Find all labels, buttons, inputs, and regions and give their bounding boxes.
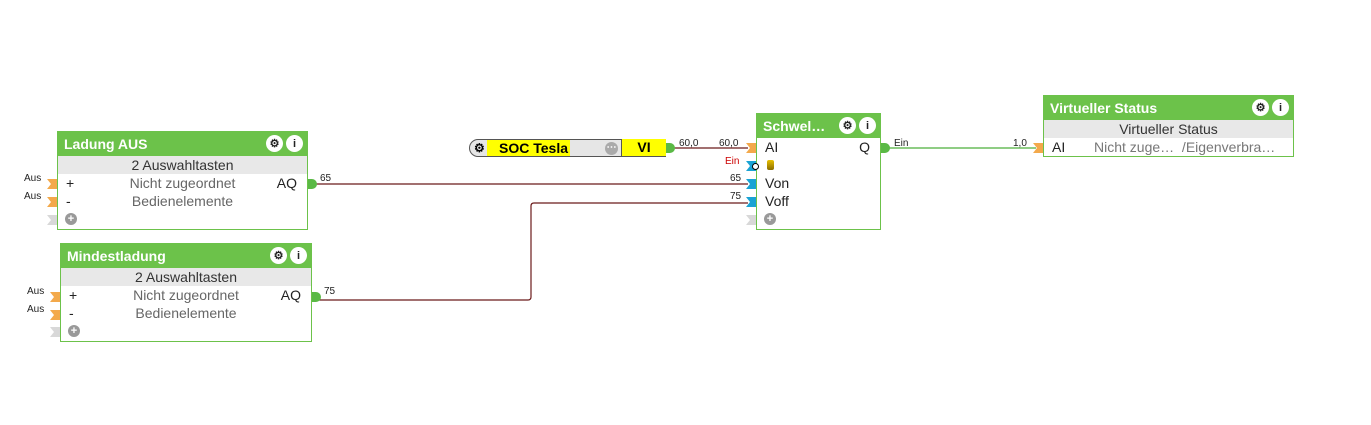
output-value: 65 [320,173,332,184]
gear-icon[interactable]: ⚙ [1252,99,1269,116]
input-pin[interactable] [47,179,57,189]
row-center: Bedienelemente [131,193,234,209]
output-label: AQ [276,175,297,191]
row-center: Nicht zuge… /Eigenverbra… [1094,139,1276,155]
input-label: AI [1052,139,1066,155]
block-virtueller-status[interactable]: Virtueller Status ⚙i Virtueller Status A… [1043,95,1294,157]
output-pin[interactable] [308,179,317,189]
input-label: AI [765,139,779,155]
vi-type: VI [621,139,666,156]
input-value: 60,0 [719,138,739,149]
vi-name: SOC Tesla [487,140,570,156]
output-label: AQ [280,287,301,303]
input-pin-enable[interactable] [746,161,756,171]
input-label: Von [765,175,790,191]
row-center: Nicht zugeordnet [129,175,236,191]
input-value: Aus [24,191,42,202]
input-pin-empty[interactable] [47,215,57,225]
gear-icon[interactable]: ⚙ [839,117,856,134]
row-minus: Bedienelemente - [58,192,307,210]
gear-icon[interactable]: ⚙ [270,247,287,264]
negation-marker [752,163,759,170]
row-left: + [69,287,78,303]
virtual-input-soc-tesla[interactable]: ⚙ SOC Tesla ⋯ VI [469,139,666,157]
output-value: 60,0 [679,138,699,149]
block-ladung-aus[interactable]: Ladung AUS ⚙i 2 Auswahltasten Nicht zuge… [57,131,308,230]
input-pin[interactable] [47,197,57,207]
block-header[interactable]: Schwel… ⚙i [757,114,880,138]
row-left: + [66,175,75,191]
add-input-icon[interactable]: + [68,325,80,337]
block-subtitle: Virtueller Status [1044,120,1293,138]
block-mindestladung[interactable]: Mindestladung ⚙i 2 Auswahltasten Nicht z… [60,243,312,342]
block-subtitle: 2 Auswahltasten [58,156,307,174]
wire-mindest-to-voff[interactable] [318,202,748,301]
row-left: - [69,305,74,321]
input-pin-empty[interactable] [50,327,60,337]
output-pin[interactable] [312,292,321,302]
output-value: Ein [894,138,909,149]
row-plus: Nicht zugeordnet + AQ [58,174,307,192]
more-icon[interactable]: ⋯ [605,142,618,155]
settings-icon[interactable]: ⚙ [474,141,485,155]
add-input-icon[interactable]: + [764,213,776,225]
block-title: Schwel… [763,118,826,134]
input-value: Aus [27,304,45,315]
output-pin[interactable] [881,143,890,153]
input-label: Voff [765,193,789,209]
output-label: Q [859,139,870,155]
row-center: Bedienelemente [135,305,237,321]
block-header[interactable]: Mindestladung ⚙i [61,244,311,268]
input-pin-ai[interactable] [746,143,756,153]
block-header[interactable]: Ladung AUS ⚙i [58,132,307,156]
info-icon[interactable]: i [1272,99,1289,116]
gear-icon[interactable]: ⚙ [266,135,283,152]
input-pin[interactable] [50,310,60,320]
output-pin[interactable] [666,143,675,153]
input-value: Ein [725,156,740,167]
input-pin[interactable] [1033,143,1043,153]
block-schwellwert[interactable]: Schwel… ⚙i AI Q Von Voff + [756,113,881,230]
input-value: Aus [27,286,45,297]
input-pin-von[interactable] [746,179,756,189]
input-value: 65 [730,173,742,184]
block-title: Virtueller Status [1050,100,1158,116]
battery-icon [767,160,774,170]
input-pin-empty[interactable] [746,215,756,225]
block-title: Ladung AUS [64,136,148,152]
row-center: Nicht zugeordnet [133,287,239,303]
block-title: Mindestladung [67,248,166,264]
info-icon[interactable]: i [286,135,303,152]
input-value: 75 [730,191,742,202]
output-value: 75 [324,286,336,297]
info-icon[interactable]: i [859,117,876,134]
add-input-icon[interactable]: + [65,213,77,225]
info-icon[interactable]: i [290,247,307,264]
input-value: Aus [24,173,42,184]
input-value: 1,0 [1013,138,1027,149]
input-pin[interactable] [50,292,60,302]
block-subtitle: 2 Auswahltasten [61,268,311,286]
input-pin-voff[interactable] [746,197,756,207]
block-header[interactable]: Virtueller Status ⚙i [1044,96,1293,120]
row-left: - [66,193,71,209]
